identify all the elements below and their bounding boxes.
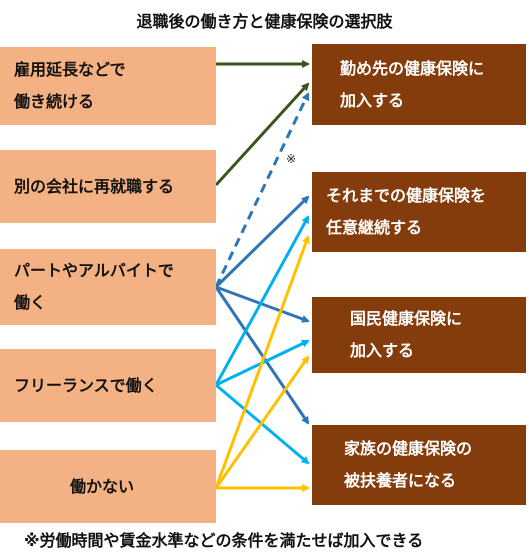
insurance-text-line: 加入する [350,341,415,360]
insurance-text-line: それまでの健康保険を [326,186,487,205]
arrow-parttime-to-employer-insurance-dashed [214,92,310,288]
option-freelance: フリーランスで働く [0,349,216,422]
insurance-continuation: それまでの健康保険を 任意継続する [312,172,526,252]
option-text-line: 働かない [70,476,135,496]
option-text-line: パートやアルバイトで [14,261,174,280]
insurance-text-line: 国民健康保険に [350,309,463,328]
arrow-not-working-to-continuation [214,235,310,489]
insurance-text-line: 加入する [340,90,405,110]
option-reemployment: 別の会社に再就職する [0,150,216,223]
arrow-parttime-to-dependent [214,286,310,425]
insurance-dependent: 家族の健康保険の 被扶養者になる [312,425,526,505]
option-employment-extension: 雇用延長などで 働き続ける [0,47,216,125]
option-text-line: 働き続ける [14,92,95,111]
diagram-title: 退職後の働き方と健康保険の選択肢 [136,12,393,31]
note-mark: ※ [286,152,297,166]
insurance-text-line: 任意継続する [326,218,423,237]
arrow-reemployment-to-employer-insurance [214,82,310,187]
arrow-not-working-to-national-insurance [214,355,310,489]
option-part-time: パートやアルバイトで 働く [0,249,216,325]
insurance-text-line: 被扶養者になる [344,471,457,490]
arrow-parttime-to-continuation [214,195,310,289]
insurance-text-line: 勤め先の健康保険に [340,58,485,78]
insurance-employer: 勤め先の健康保険に 加入する [312,44,526,125]
arrow-freelance-to-continuation [214,215,310,386]
option-text-line: フリーランスで働く [14,375,158,395]
insurance-national: 国民健康保険に 加入する [312,297,526,373]
insurance-text-line: 家族の健康保険の [344,439,473,458]
footnote: ※労働時間や賃金水準などの条件を満たせば加入できる [24,531,424,550]
option-text-line: 働く [14,293,47,312]
option-text-line: 雇用延長などで [14,60,126,79]
option-text-line: 別の会社に再就職する [14,176,175,196]
option-not-working: 働かない [0,450,216,523]
